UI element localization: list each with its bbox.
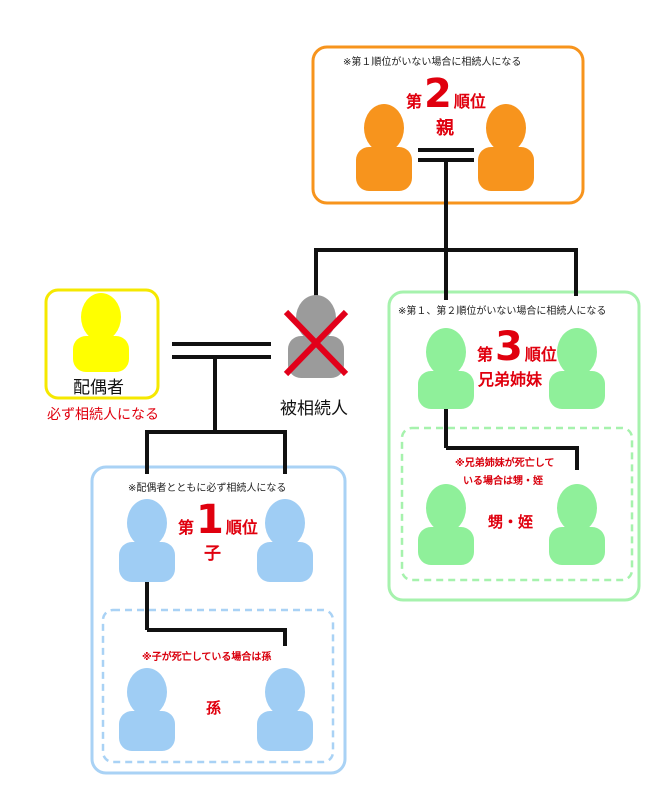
siblings-label: 兄弟姉妹 (478, 370, 543, 389)
parents-note: ※第１順位がいない場合に相続人になる (343, 57, 522, 68)
rank-number: 2 (424, 71, 452, 117)
grandchild-left-person-icon (119, 668, 175, 751)
nephew-left-person-icon (418, 484, 474, 565)
nephew-right-person-icon (549, 484, 605, 565)
rank-suffix: 順位 (524, 345, 557, 364)
siblings-note: ※第１、第２順位がいない場合に相続人になる (398, 306, 607, 317)
child-left-person-icon (119, 499, 175, 582)
grandchildren-note: ※子が死亡している場合は孫 (142, 652, 272, 663)
parent-right-person-icon (478, 104, 534, 191)
children-label: 子 (204, 544, 221, 564)
siblings-rank: 第 3 順位 (477, 327, 557, 367)
nephews-label: 甥・姪 (488, 513, 534, 531)
cross-icon (283, 309, 349, 377)
rank-number: 1 (196, 497, 224, 543)
nephews-note-line2: いる場合は甥・姪 (463, 476, 543, 487)
grandchildren-label: 孫 (206, 699, 222, 717)
children-note: ※配偶者とともに必ず相続人になる (128, 483, 287, 494)
grandchild-right-person-icon (257, 668, 313, 751)
grandchildren-subbox (101, 608, 335, 764)
rank-prefix: 第 (477, 345, 494, 364)
rank-prefix: 第 (406, 92, 423, 111)
parents-label: 親 (436, 118, 454, 139)
sibling-right-person-icon (549, 328, 605, 409)
spouse-label: 配偶者 (73, 378, 124, 398)
rank-number: 3 (495, 324, 523, 370)
nephews-note-line1: ※兄弟姉妹が死亡して (455, 458, 555, 469)
spouse-note: 必ず相続人になる (47, 407, 159, 423)
connector-lines (145, 148, 579, 646)
sibling-left-person-icon (418, 328, 474, 409)
deceased-label: 被相続人 (280, 399, 348, 419)
rank-prefix: 第 (178, 518, 195, 537)
parent-left-person-icon (356, 104, 412, 191)
nephews-subbox (400, 426, 634, 582)
rank-suffix: 順位 (453, 92, 486, 111)
parents-rank: 第 2 順位 (406, 74, 486, 114)
rank-suffix: 順位 (225, 518, 258, 537)
child-right-person-icon (257, 499, 313, 582)
spouse-person-icon (73, 293, 129, 372)
children-rank: 第 1 順位 (178, 500, 258, 540)
